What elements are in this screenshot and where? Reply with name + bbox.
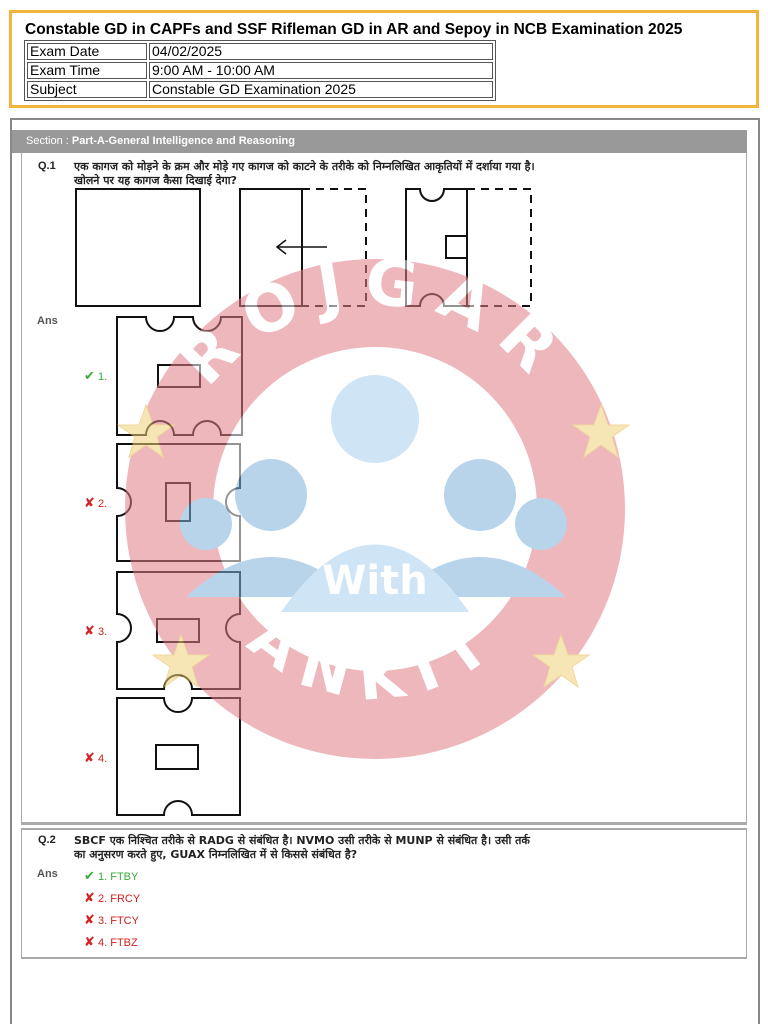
question-1-option-4[interactable]: ✘4.	[84, 750, 107, 766]
option-label: 1. FTBY	[98, 871, 139, 883]
question-2-option-3[interactable]: ✘3. FTCY	[84, 912, 139, 928]
question-2-option-2[interactable]: ✘2. FRCY	[84, 890, 140, 906]
question-2-ans-label: Ans	[37, 868, 58, 880]
cross-icon: ✘	[84, 750, 95, 765]
table-row: Exam Time 9:00 AM - 10:00 AM	[27, 62, 493, 79]
fold-figure-1	[75, 188, 201, 307]
cross-icon: ✘	[84, 912, 95, 927]
fold-figure-2	[239, 188, 367, 307]
subject-value: Constable GD Examination 2025	[149, 81, 493, 98]
question-1-option-3[interactable]: ✘3.	[84, 623, 107, 639]
question-1-text: एक कागज को मोड़ने के क्रम और मोड़े गए का…	[74, 160, 535, 187]
check-icon: ✔	[84, 868, 95, 883]
option-2-figure	[116, 443, 241, 562]
question-1-panel	[21, 153, 747, 825]
option-3-figure	[116, 571, 241, 690]
question-container	[10, 118, 760, 1024]
section-name: Part-A-General Intelligence and Reasonin…	[71, 135, 295, 147]
cross-icon: ✘	[84, 934, 95, 949]
exam-date-label: Exam Date	[27, 43, 147, 60]
question-2-text: SBCF एक निश्चित तरीके से RADG से संबंधित…	[74, 834, 530, 861]
question-1-option-1[interactable]: ✔1.	[84, 368, 107, 384]
option-label: 2.	[98, 498, 108, 510]
exam-title: Constable GD in CAPFs and SSF Rifleman G…	[25, 21, 683, 38]
option-1-figure	[116, 316, 243, 436]
exam-header: Constable GD in CAPFs and SSF Rifleman G…	[9, 10, 759, 108]
exam-time-value: 9:00 AM - 10:00 AM	[149, 62, 493, 79]
section-bar: Section : Part-A-General Intelligence an…	[12, 130, 747, 153]
exam-time-label: Exam Time	[27, 62, 147, 79]
question-1-ans-label: Ans	[37, 315, 58, 327]
question-2-number: Q.2	[38, 834, 56, 846]
question-1-option-2[interactable]: ✘2.	[84, 495, 107, 511]
question-1-figures	[75, 188, 532, 307]
check-icon: ✔	[84, 368, 95, 383]
table-row: Subject Constable GD Examination 2025	[27, 81, 493, 98]
question-2-panel	[21, 828, 747, 959]
table-row: Exam Date 04/02/2025	[27, 43, 493, 60]
option-label: 4.	[98, 753, 108, 765]
question-2-option-4[interactable]: ✘4. FTBZ	[84, 934, 138, 950]
section-prefix: Section :	[26, 135, 72, 147]
option-label: 1.	[98, 371, 108, 383]
option-label: 2. FRCY	[98, 893, 141, 905]
exam-info-table: Exam Date 04/02/2025 Exam Time 9:00 AM -…	[24, 40, 496, 101]
question-1-option-figures	[116, 316, 243, 816]
exam-date-value: 04/02/2025	[149, 43, 493, 60]
question-2-option-1[interactable]: ✔1. FTBY	[84, 868, 138, 884]
cross-icon: ✘	[84, 623, 95, 638]
option-label: 4. FTBZ	[98, 937, 138, 949]
subject-label: Subject	[27, 81, 147, 98]
option-4-figure	[116, 697, 241, 816]
cross-icon: ✘	[84, 890, 95, 905]
cross-icon: ✘	[84, 495, 95, 510]
question-1-number: Q.1	[38, 160, 56, 172]
option-label: 3.	[98, 626, 108, 638]
fold-figure-3	[405, 188, 532, 307]
option-label: 3. FTCY	[98, 915, 139, 927]
